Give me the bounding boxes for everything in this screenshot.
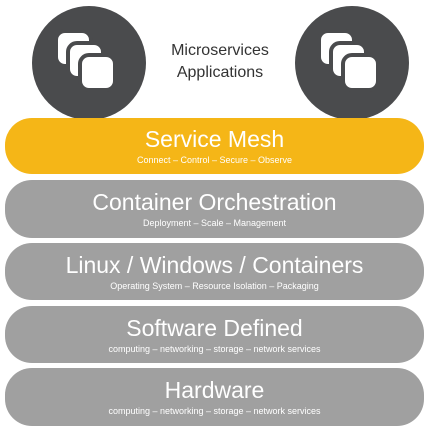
layer-operating-system: Linux / Windows / Containers Operating S… — [5, 243, 424, 300]
layer-title: Linux / Windows / Containers — [65, 251, 364, 278]
apps-label-line1: Microservices — [171, 42, 269, 59]
stacked-windows-icon — [317, 29, 380, 92]
layer-subtitle: Deployment – Scale – Management — [142, 218, 287, 228]
layer-hardware: Hardware computing – networking – storag… — [5, 368, 424, 426]
layer-title: Software Defined — [126, 314, 303, 341]
layer-title: Container Orchestration — [92, 189, 337, 215]
microservices-app-right — [295, 6, 409, 120]
stacked-windows-icon — [54, 29, 117, 92]
layer-subtitle: computing – networking – storage – netwo… — [108, 406, 321, 416]
layer-container-orchestration: Container Orchestration Deployment – Sca… — [5, 180, 424, 238]
layer-title: Hardware — [164, 377, 265, 403]
layer-title: Service Mesh — [144, 126, 285, 152]
microservices-applications-label: Microservices Applications — [146, 40, 294, 84]
layer-service-mesh: Service Mesh Connect – Control – Secure … — [5, 118, 424, 174]
layer-software-defined: Software Defined computing – networking … — [5, 306, 424, 363]
layer-subtitle: computing – networking – storage – netwo… — [108, 343, 321, 354]
microservices-app-left — [32, 6, 146, 120]
layer-subtitle: Connect – Control – Secure – Observe — [136, 155, 293, 165]
apps-label-line2: Applications — [176, 64, 264, 81]
layer-subtitle: Operating System – Resource Isolation – … — [110, 280, 319, 291]
